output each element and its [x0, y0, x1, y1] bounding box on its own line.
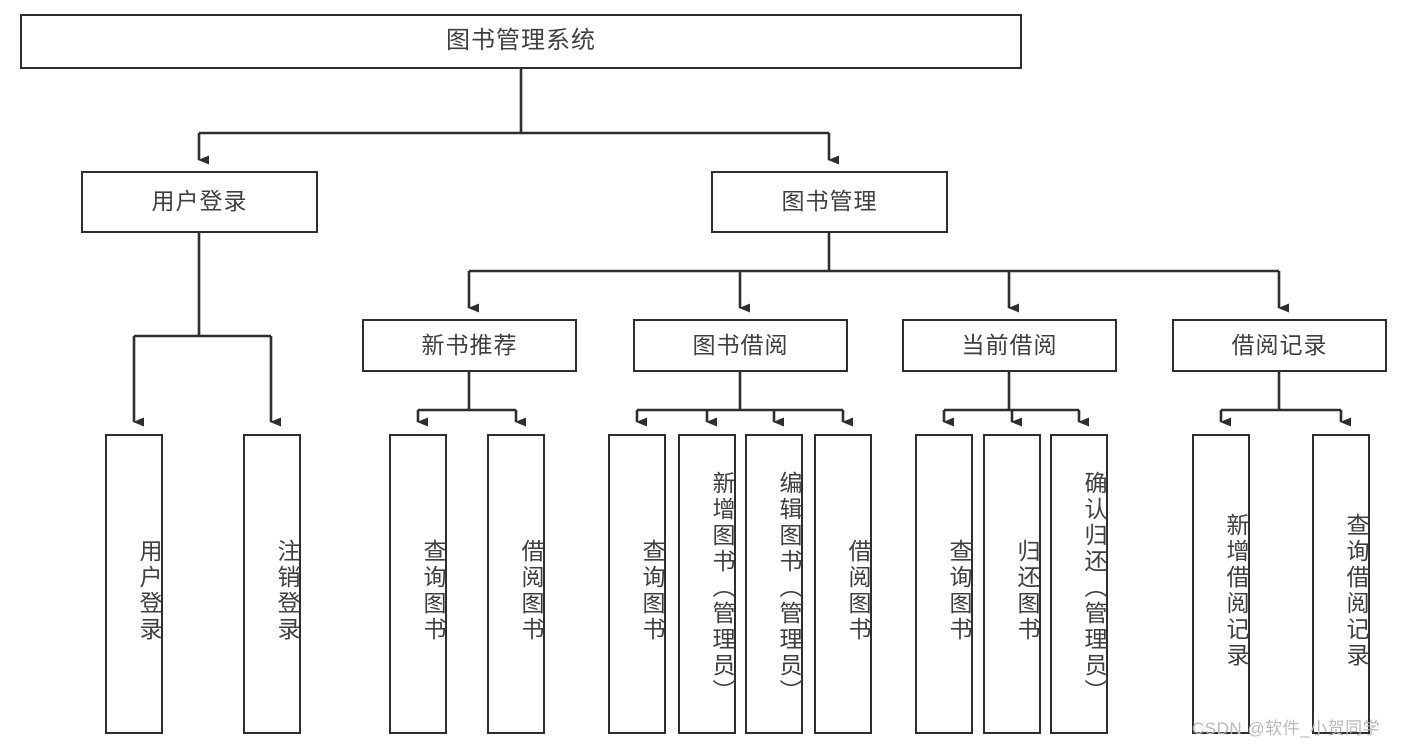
node-leaf-return-book[interactable]: 归还图书 [983, 434, 1041, 734]
node-leaf-borrow-book[interactable]: 借阅图书 [814, 434, 872, 734]
node-leaf-edit-book-admin[interactable]: 编辑图书（管理员） [745, 434, 803, 734]
node-leaf-query-book-current[interactable]: 查询图书 [915, 434, 973, 734]
node-leaf-query-book-borrow[interactable]: 查询图书 [608, 434, 666, 734]
node-leaf-add-borrow-record[interactable]: 新增借阅记录 [1192, 434, 1250, 734]
node-leaf-borrow-book-recommend[interactable]: 借阅图书 [487, 434, 545, 734]
node-leaf-query-book-recommend[interactable]: 查询图书 [389, 434, 447, 734]
node-leaf-add-book-admin[interactable]: 新增图书（管理员） [678, 434, 736, 734]
node-leaf-user-login[interactable]: 用户登录 [105, 434, 163, 734]
node-root-system[interactable]: 图书管理系统 [20, 14, 1022, 69]
node-current-borrow[interactable]: 当前借阅 [902, 319, 1117, 372]
node-leaf-query-borrow-record[interactable]: 查询借阅记录 [1312, 434, 1370, 734]
node-book-borrow[interactable]: 图书借阅 [633, 319, 848, 372]
node-leaf-logout[interactable]: 注销登录 [243, 434, 301, 734]
node-new-book-recommend[interactable]: 新书推荐 [362, 319, 577, 372]
node-user-login[interactable]: 用户登录 [81, 171, 318, 233]
node-borrow-record[interactable]: 借阅记录 [1172, 319, 1387, 372]
node-leaf-confirm-return-admin[interactable]: 确认归还（管理员） [1050, 434, 1108, 734]
node-book-manage[interactable]: 图书管理 [711, 171, 948, 233]
csdn-watermark: CSDN @软件_小贺同学 [1192, 719, 1381, 738]
